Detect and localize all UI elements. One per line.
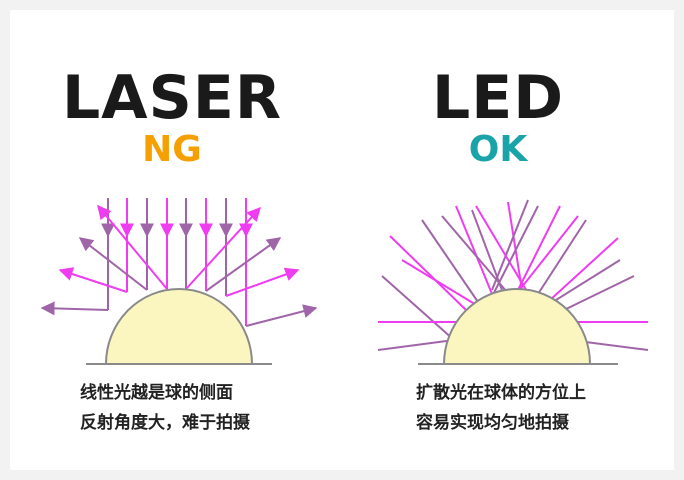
laser-reflected-rays: [40, 204, 318, 327]
led-diffuse-diagram: [377, 199, 649, 365]
laser-status-ng: NG: [142, 129, 202, 170]
led-caption-line2: 容易实现均匀地拍摄: [416, 413, 569, 433]
led-sphere: [442, 288, 592, 365]
laser-title: LASER: [61, 63, 283, 133]
laser-sphere: [104, 288, 254, 365]
laser-reflection-diagram: [40, 198, 318, 365]
laser-incident-rays: [101, 198, 253, 326]
led-caption-line1: 扩散光在球体的方位上: [416, 383, 586, 403]
illustration-card: LASER NG: [10, 10, 674, 470]
laser-caption-line2: 反射角度大，难于拍摄: [80, 413, 250, 433]
laser-panel: LASER NG: [10, 10, 342, 470]
led-caption: 扩散光在球体的方位上 容易实现均匀地拍摄: [416, 378, 586, 438]
laser-caption: 线性光越是球的侧面 反射角度大，难于拍摄: [80, 378, 250, 438]
led-status-ok: OK: [468, 129, 528, 170]
led-title: LED: [431, 63, 565, 133]
led-panel: LED OK: [342, 10, 674, 470]
laser-caption-line1: 线性光越是球的侧面: [80, 383, 233, 403]
